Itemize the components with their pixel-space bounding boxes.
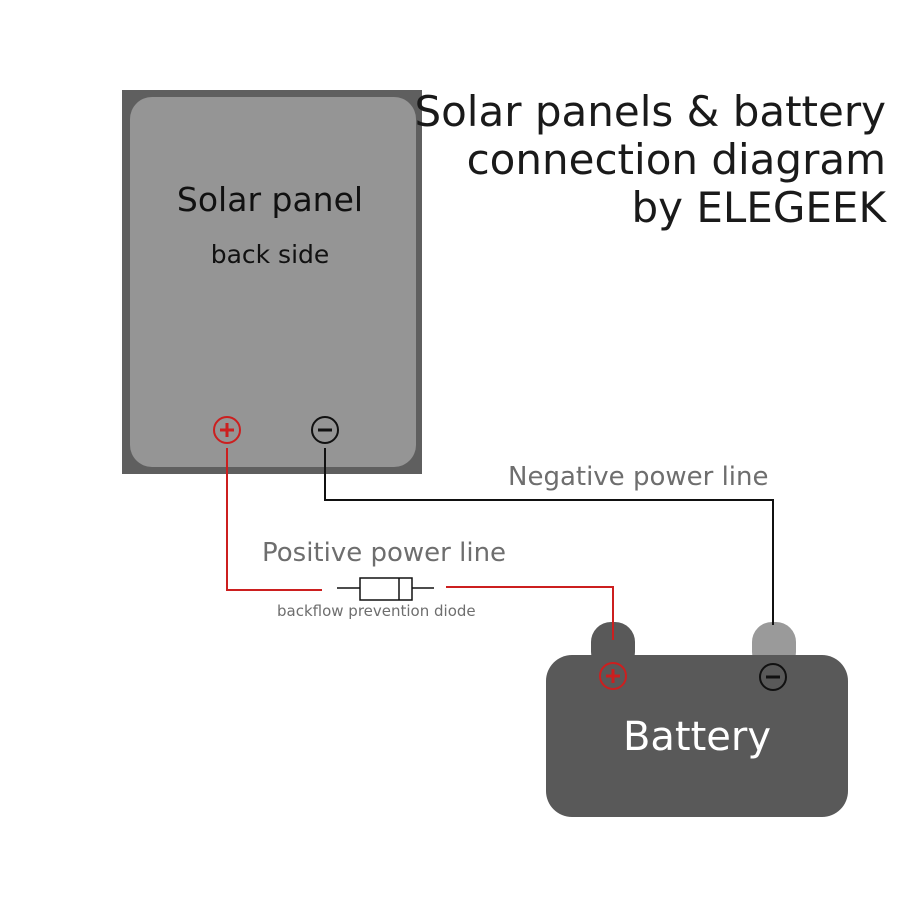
panel-positive-terminal xyxy=(213,416,241,444)
negative-line-label: Negative power line xyxy=(508,462,769,492)
solar-panel-title: Solar panel xyxy=(176,180,364,219)
backflow-diode xyxy=(337,577,434,601)
panel-negative-terminal xyxy=(311,416,339,444)
minus-circle-icon xyxy=(311,416,339,444)
title-line-1: Solar panels & battery xyxy=(414,87,886,136)
solar-panel xyxy=(122,90,422,474)
solar-panel-subtitle: back side xyxy=(210,240,330,269)
plus-circle-icon xyxy=(599,662,627,690)
battery-body xyxy=(546,655,848,817)
minus-circle-icon xyxy=(759,663,787,691)
diode-label: backflow prevention diode xyxy=(277,602,476,620)
battery-label: Battery xyxy=(622,714,772,760)
battery xyxy=(546,622,848,817)
negative-wire xyxy=(324,448,774,625)
diagram-title: Solar panels & battery connection diagra… xyxy=(366,88,886,232)
plus-circle-icon xyxy=(213,416,241,444)
positive-wire-to-diode xyxy=(226,448,322,591)
positive-line-label: Positive power line xyxy=(262,538,507,568)
positive-wire-to-battery xyxy=(446,586,614,640)
battery-positive-terminal xyxy=(599,662,627,690)
solar-panel-face xyxy=(130,97,416,467)
title-line-2: connection diagram xyxy=(466,135,886,184)
battery-negative-terminal xyxy=(759,663,787,691)
title-line-3: by ELEGEEK xyxy=(631,183,886,232)
